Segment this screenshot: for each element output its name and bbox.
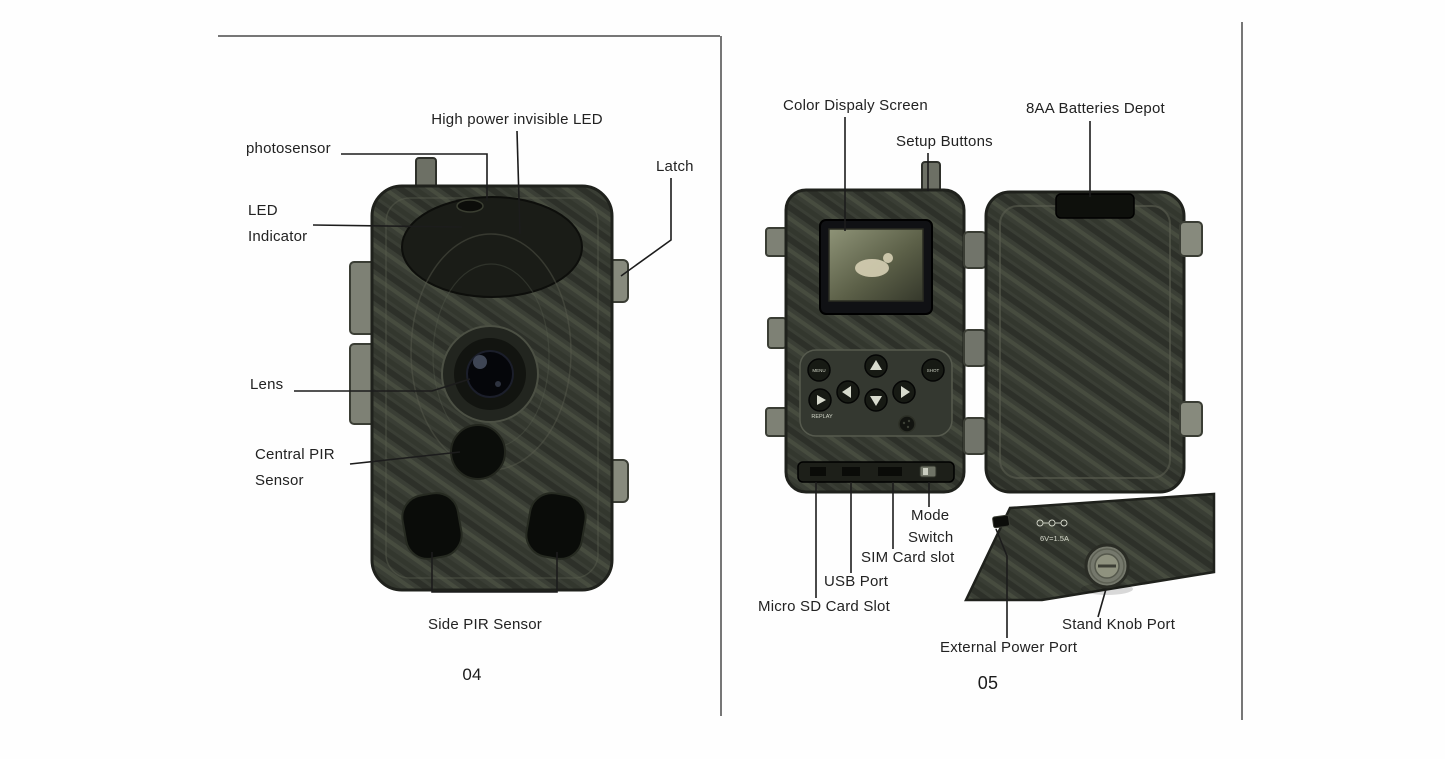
screen-animal-head <box>883 253 893 263</box>
shot-button-label: SHOT <box>927 368 940 373</box>
battery-depot <box>1055 193 1135 219</box>
label-led: LED <box>248 202 278 219</box>
label-photosensor: photosensor <box>246 140 331 157</box>
ir-led-panel <box>401 196 583 298</box>
menu-button-label: MENU <box>812 368 825 373</box>
port-strip <box>797 461 955 483</box>
speaker-hole-1 <box>902 421 906 425</box>
photosensor-window <box>456 199 484 213</box>
hinge-top <box>963 231 987 269</box>
hinge-bottom <box>963 417 987 455</box>
callout-led-indicator <box>312 224 463 228</box>
play-icon <box>817 395 826 405</box>
camera-front-illustration <box>349 157 629 592</box>
sim-card-slot <box>878 467 902 476</box>
page-border-lines <box>218 22 1243 720</box>
page-number-04: 04 <box>462 665 482 684</box>
callout-high-power-led <box>516 130 521 235</box>
callout-photosensor <box>341 153 488 201</box>
label-mode-switch: Switch <box>908 529 954 546</box>
speaker-hole-3 <box>906 425 910 429</box>
usb-port-slot <box>842 467 860 476</box>
hinge-mid <box>963 329 987 367</box>
door-latch-top <box>1179 221 1203 257</box>
menu-button <box>807 358 831 382</box>
label-central-pir-sensor: Sensor <box>255 472 304 489</box>
page-number-05: 05 <box>977 673 999 693</box>
speaker-hole-2 <box>907 419 911 423</box>
label-setup-buttons: Setup Buttons <box>896 133 993 150</box>
right-arrow-icon <box>901 386 910 398</box>
callout-lens <box>294 378 471 392</box>
stand-knob-ring <box>1089 548 1125 584</box>
external-power-port <box>992 514 1010 529</box>
polarity-icon <box>1036 519 1068 527</box>
label-sim-card-slot: SIM Card slot <box>861 549 955 566</box>
up-arrow-icon <box>870 360 882 370</box>
camera-bottom-illustration: 6V=1.5A <box>964 492 1216 602</box>
callout-side-pir-bracket <box>431 552 558 593</box>
power-spec-label: 6V=1.5A <box>1040 534 1069 543</box>
lens-glass <box>466 350 514 398</box>
door-latch-bottom <box>1179 401 1203 437</box>
knob-shadow <box>1081 583 1133 595</box>
label-batteries-depot: 8AA Batteries Depot <box>1026 100 1165 117</box>
label-high-power-led: High power invisible LED <box>431 111 603 128</box>
label-led-indicator: Indicator <box>248 228 308 245</box>
label-micro-sd-slot: Micro SD Card Slot <box>758 598 890 615</box>
label-external-power-port: External Power Port <box>940 639 1078 656</box>
replay-label: REPLAY <box>811 414 833 420</box>
camera-back-illustration: MENU SHOT REPLAY <box>765 161 966 494</box>
label-lens: Lens <box>250 376 284 393</box>
callout-stand-knob <box>1097 588 1107 618</box>
lens-glint <box>473 355 487 369</box>
shot-button <box>921 358 945 382</box>
callout-central-pir <box>349 451 461 465</box>
antenna-mount-back <box>921 161 941 193</box>
label-mode: Mode <box>911 507 950 524</box>
mode-switch-nub <box>923 468 928 475</box>
screen-animal-body <box>855 259 889 277</box>
side-pir-left <box>401 492 463 560</box>
hinge-tab-left-mid <box>767 317 787 349</box>
battery-door-illustration <box>984 190 1203 494</box>
label-usb-port: USB Port <box>824 573 889 590</box>
callout-latch <box>620 178 672 277</box>
side-pir-right <box>525 492 587 560</box>
speaker <box>898 415 916 433</box>
antenna-mount <box>415 157 437 189</box>
label-central-pir: Central PIR <box>255 446 335 463</box>
micro-sd-slot <box>810 467 826 476</box>
door-hinges <box>963 231 987 455</box>
battery-door <box>984 190 1186 494</box>
label-latch: Latch <box>656 158 694 175</box>
central-pir-sensor <box>450 424 506 480</box>
label-color-display: Color Dispaly Screen <box>783 97 928 114</box>
left-arrow-icon <box>842 386 851 398</box>
callout-external-power <box>995 528 1008 638</box>
callout-lines-left <box>294 130 672 593</box>
down-arrow-icon <box>870 396 882 406</box>
label-stand-knob-port: Stand Knob Port <box>1062 616 1176 633</box>
label-side-pir: Side PIR Sensor <box>428 616 542 633</box>
lens-glint-small <box>495 381 501 387</box>
callout-lines-right <box>815 117 1107 638</box>
